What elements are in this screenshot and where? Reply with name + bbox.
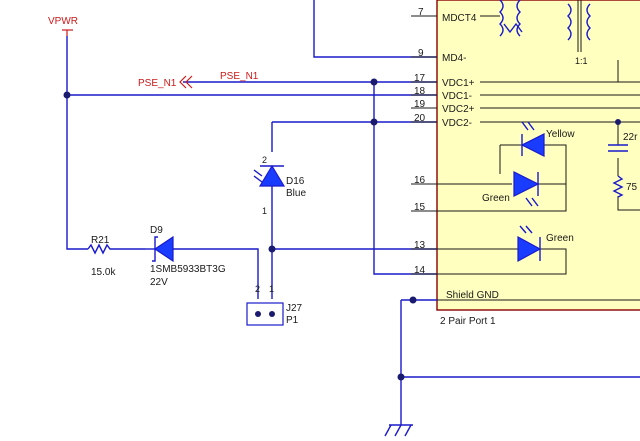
pse-net-label-left: PSE_N1 (138, 78, 177, 89)
j27-connector-icon (246, 302, 284, 326)
led-green-bottom-label: Green (546, 233, 574, 244)
transformer-ratio: 1:1 (575, 56, 588, 66)
green-led-bottom-icon (517, 225, 542, 263)
pin-number-9: 9 (418, 48, 424, 59)
pin-name-vdc2-plus: VDC2+ (442, 104, 475, 115)
d9-ref: D9 (150, 225, 163, 236)
chassis-ground-icon (384, 424, 413, 437)
led-yellow-label: Yellow (546, 129, 575, 140)
vpwr-label: VPWR (48, 16, 78, 27)
pin-number-7: 7 (418, 7, 424, 18)
pin-number-16: 16 (414, 175, 426, 186)
junction-chassis (397, 373, 405, 381)
junction-vdc2-minus (370, 118, 378, 126)
block-internal-wiring (437, 15, 640, 301)
transformer-icon (499, 0, 591, 52)
shield-gnd-label: Shield GND (446, 290, 499, 301)
pin-name-mdct4: MDCT4 (442, 13, 477, 24)
junction-vdc1-plus (370, 78, 378, 86)
capacitor-icon (608, 144, 628, 152)
j27-pin-right: 1 (269, 284, 274, 294)
pin-number-14: 14 (414, 265, 426, 276)
j27-pin-left: 2 (255, 284, 260, 294)
pse-net-label-right: PSE_N1 (220, 71, 259, 82)
d9-part: 1SMB5933BT3G (150, 264, 226, 275)
pin-number-15: 15 (414, 202, 426, 213)
r21-ref: R21 (91, 235, 110, 246)
junction-vpwr (63, 91, 71, 99)
net-arrow-icon (179, 75, 193, 89)
pin-name-md4-minus: MD4- (442, 53, 466, 64)
yellow-led-icon (520, 121, 545, 157)
r21-resistor-icon (87, 243, 145, 255)
j27-pin-2-icon (255, 311, 261, 317)
pin-stubs (411, 15, 437, 275)
r21-value: 15.0k (91, 267, 116, 278)
led-green-top-label: Green (482, 193, 510, 204)
pin-number-18: 18 (414, 86, 426, 97)
d16-value: Blue (286, 188, 306, 199)
pin-number-17: 17 (414, 73, 426, 84)
resistor-icon (612, 175, 624, 198)
pin-number-19: 19 (414, 99, 426, 110)
d16-pin-bottom: 1 (262, 206, 267, 216)
d16-ref: D16 (286, 176, 305, 187)
md4-wire (313, 0, 437, 58)
d16-pin-top: 2 (262, 155, 267, 165)
pin-name-vdc1-minus: VDC1- (442, 91, 472, 102)
pin-name-vdc2-minus: VDC2- (442, 118, 472, 129)
res-label: 75 (626, 182, 638, 193)
junction-led (268, 245, 276, 253)
j27-pin-1-icon (269, 311, 275, 317)
pin-number-13: 13 (414, 240, 426, 251)
green-led-top-icon (513, 171, 540, 207)
pin-number-20: 20 (414, 113, 426, 124)
pin-name-vdc1-plus: VDC1+ (442, 78, 475, 89)
return-wire (373, 82, 437, 275)
port-footer-label: 2 Pair Port 1 (440, 316, 496, 327)
d9-value: 22V (150, 277, 168, 288)
junction-vdc2 (615, 119, 621, 125)
junction-shield (409, 296, 417, 304)
j27-value: P1 (286, 315, 299, 326)
d9-zener-icon (145, 235, 174, 263)
d16-led-icon (253, 164, 286, 187)
connector-block (436, 0, 640, 311)
j27-ref: J27 (286, 303, 303, 314)
cap-label: 22r (623, 132, 638, 143)
d9-wire (173, 248, 259, 299)
vpwr-wire (66, 36, 88, 250)
